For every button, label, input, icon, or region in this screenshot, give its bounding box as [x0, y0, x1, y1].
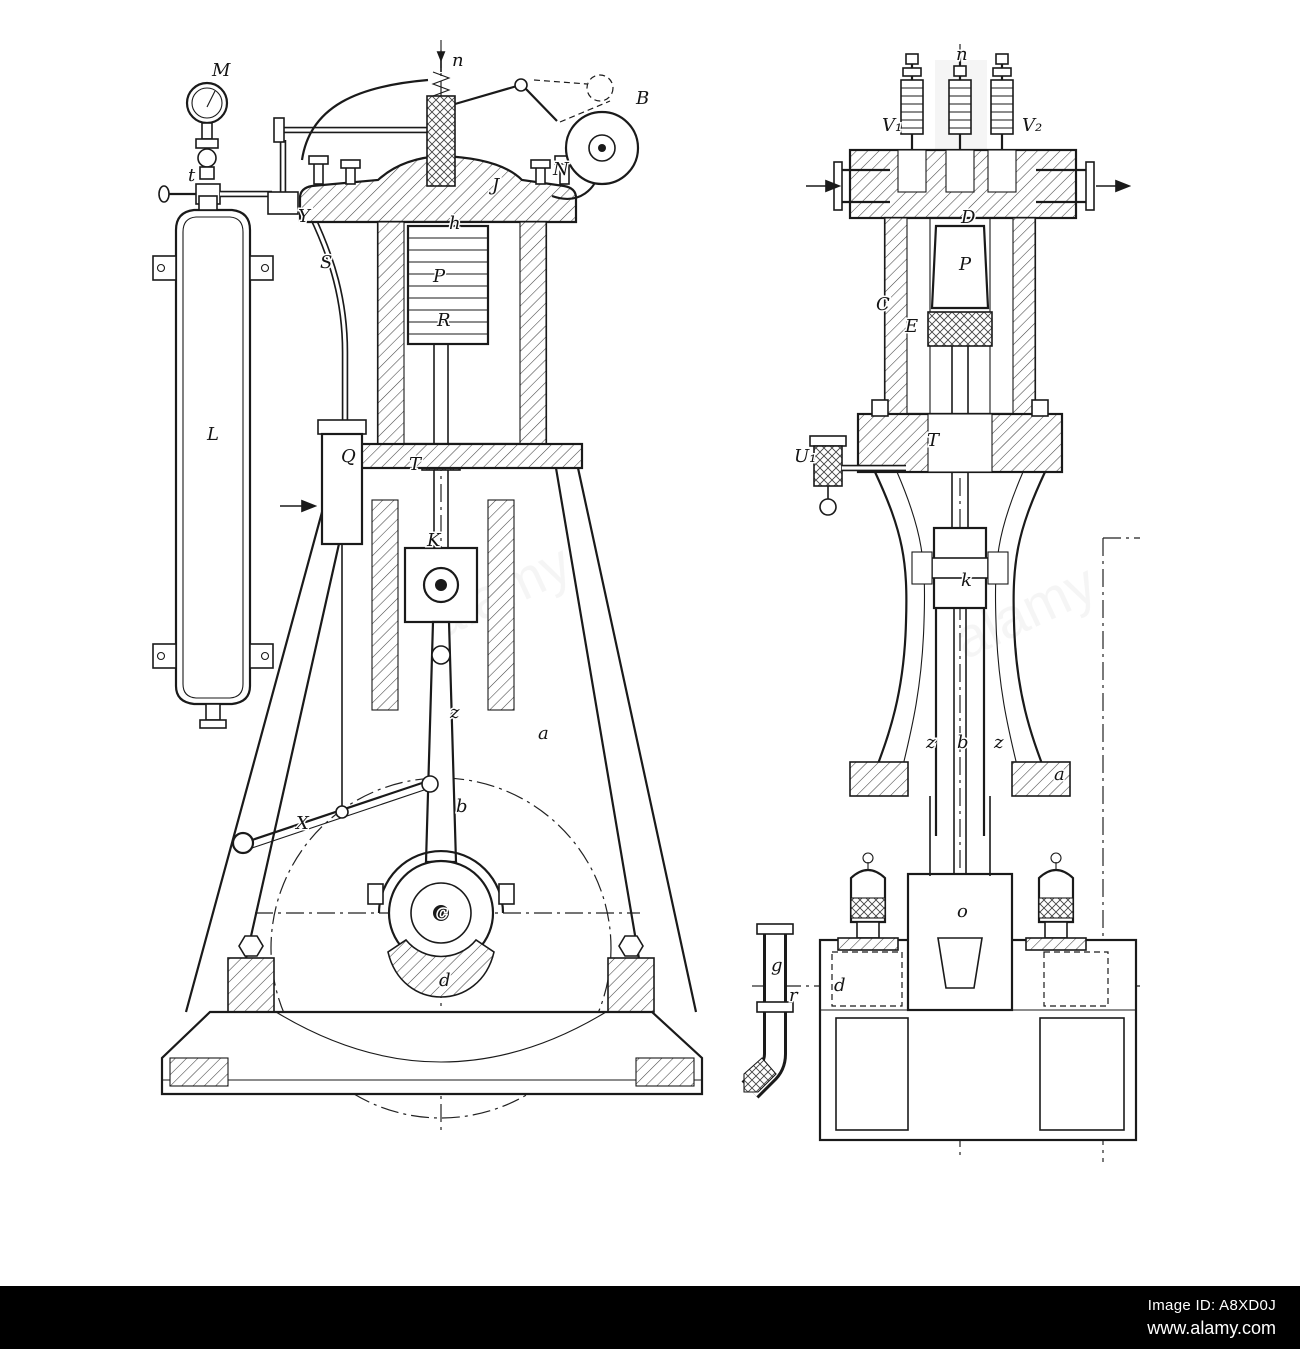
- hidden-pump-chamber: [1043, 951, 1109, 1007]
- foundation-bolt: [618, 935, 644, 957]
- valve-gear-pulley: [551, 110, 640, 200]
- diagram-label-z: z: [449, 702, 460, 723]
- piston: [406, 224, 490, 346]
- diagram-label-o: o: [957, 901, 968, 922]
- diagram-label-U₁: U₁: [794, 446, 816, 467]
- mid-flange: [856, 399, 1064, 474]
- cylinder-head-side: [806, 148, 1132, 220]
- air-tank: [152, 195, 274, 729]
- crankshaft: [367, 849, 515, 998]
- diagram-label-T: T: [409, 454, 423, 475]
- diagram-label-b: b: [957, 732, 969, 753]
- crosshead-side: [911, 526, 1009, 610]
- bell-crank-lever: [231, 775, 439, 855]
- diagram-label-S: S: [320, 252, 332, 273]
- diagram-label-N: N: [552, 159, 570, 180]
- diagram-label-c: c: [437, 902, 447, 923]
- rocker-linkage: [454, 74, 614, 123]
- diagram-label-D: D: [960, 207, 976, 228]
- diagram-label-t: t: [188, 165, 196, 186]
- frame-foot: [1011, 761, 1071, 797]
- diagram-label-V₂: V₂: [1022, 115, 1042, 136]
- diagram-label-d: d: [834, 975, 846, 996]
- suction-pipe: [741, 923, 794, 1099]
- frame-trumpet: [849, 471, 1071, 797]
- diagram-label-r: r: [789, 985, 799, 1006]
- hidden-pump-chamber: [831, 951, 903, 1007]
- lubricator-left: [837, 852, 899, 951]
- cylinder-block: [376, 220, 548, 552]
- packing: [927, 311, 993, 347]
- diagram-label-g: g: [771, 955, 783, 976]
- pump-rods: [929, 608, 991, 876]
- diagram-label-h: h: [449, 213, 461, 234]
- diagram-label-Q: Q: [341, 446, 356, 467]
- diagram-label-n: n: [956, 44, 968, 65]
- counterweight: [387, 938, 495, 998]
- diagram-label-K: K: [426, 530, 442, 551]
- fuel-pump: [280, 419, 367, 810]
- frame-foot: [849, 761, 909, 797]
- diagram-label-a: a: [1054, 764, 1065, 785]
- diagram-label-P: P: [958, 254, 972, 275]
- diagram-label-R: R: [436, 310, 451, 331]
- piston-side: [930, 224, 990, 310]
- lubricator-u1: [809, 435, 906, 516]
- diagram-label-C: C: [876, 294, 890, 315]
- connecting-rod: [424, 620, 458, 864]
- diagram-label-z: z: [925, 732, 936, 753]
- diagram-label-n: n: [452, 50, 464, 71]
- diagram-label-P: P: [432, 266, 446, 287]
- crosshead: [403, 546, 479, 624]
- image-id-text: Image ID: A8XD0J: [1147, 1296, 1276, 1314]
- diagram-label-a: a: [538, 723, 549, 744]
- crosshead-guide: [487, 499, 515, 711]
- diagram-label-X: X: [294, 813, 310, 834]
- cylinder-head: [298, 154, 578, 224]
- air-piping: [220, 78, 430, 428]
- diagram-label-M: M: [211, 60, 231, 81]
- diagram-label-b: b: [456, 796, 468, 817]
- alamy-footer-bar: Image ID: A8XD0J www.alamy.com: [0, 1286, 1300, 1349]
- engine-engraving: alamy alamy: [152, 40, 1140, 1162]
- needle-valve: [426, 40, 456, 187]
- engine-base: [160, 935, 704, 1096]
- diagram-label-V₁: V₁: [882, 115, 902, 136]
- pressure-gauge: [185, 81, 229, 180]
- alamy-site-text: www.alamy.com: [1147, 1317, 1276, 1338]
- pump-block: [906, 872, 1014, 1012]
- lubricator-right: [1025, 852, 1087, 951]
- diagram-label-B: B: [635, 88, 649, 109]
- foundation-bolt: [238, 935, 264, 957]
- diagram-label-Y: Y: [298, 206, 312, 227]
- diagram-label-z: z: [993, 732, 1004, 753]
- crosshead-guide: [371, 499, 399, 711]
- a-frame: [184, 442, 698, 1013]
- diagram-label-d: d: [439, 970, 451, 991]
- diagram-label-T: T: [927, 430, 941, 451]
- valve-springs: [900, 50, 1014, 150]
- diagram-label-L: L: [206, 424, 219, 445]
- diagram-label-E: E: [904, 316, 918, 337]
- diagram-label-k: k: [961, 570, 972, 591]
- cylinder-side: [883, 216, 1037, 540]
